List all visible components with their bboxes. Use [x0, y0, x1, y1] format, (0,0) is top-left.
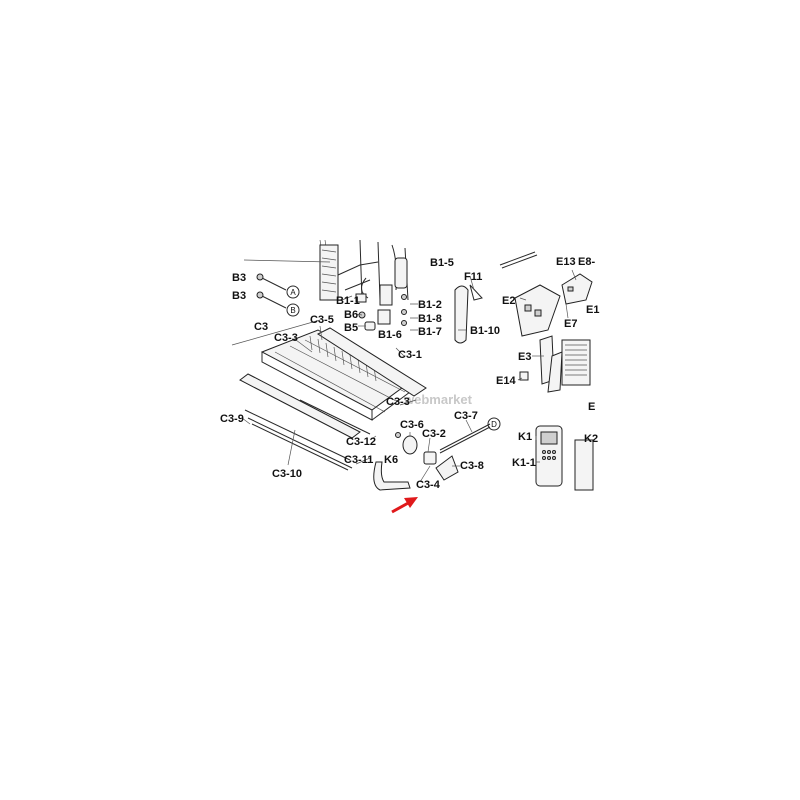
label-e3: E3 — [518, 351, 531, 363]
label-b6: B6 — [344, 309, 358, 321]
label-e2: E2 — [502, 295, 515, 307]
label-c3-4: C3-4 — [416, 479, 441, 491]
b3-screws — [231, 259, 331, 346]
drain-hose-part — [454, 284, 483, 344]
label-c3-2: C3-2 — [422, 428, 446, 440]
label-b1-8: B1-8 — [418, 313, 442, 325]
label-c3-6: C3-6 — [400, 419, 424, 431]
label-c3-7: C3-7 — [454, 410, 478, 422]
heat-exchanger-section — [319, 239, 409, 301]
label-k6: K6 — [384, 454, 398, 466]
label-c3-11: C3-11 — [344, 454, 373, 466]
label-b1-1: B1-1 — [336, 295, 360, 307]
red-indicator-arrow — [391, 497, 418, 514]
label-c3-3-top: C3-3 — [274, 332, 298, 344]
label-b1-7: B1-7 — [418, 326, 442, 338]
circle-marker-d: D — [487, 417, 501, 431]
label-c3-5: C3-5 — [310, 314, 334, 326]
remote-control — [535, 425, 563, 487]
label-e1: E1 — [586, 304, 599, 316]
svg-text:D: D — [491, 420, 497, 429]
label-b1-2: B1-2 — [418, 299, 442, 311]
part-labels: B3 B3 C3 C3-3 C3-5 B1-1 B6 B5 B1-6 B1-5 … — [220, 256, 599, 491]
label-b1-10: B1-10 — [470, 325, 500, 337]
label-b1-5: B1-5 — [430, 257, 454, 269]
label-c3-3-mid: C3-3 — [386, 396, 410, 408]
label-c3: C3 — [254, 321, 268, 333]
label-k2: K2 — [584, 433, 598, 445]
b1-small-parts — [355, 284, 407, 331]
watermark: webmarket — [403, 392, 473, 407]
label-b1-6: B1-6 — [378, 329, 402, 341]
label-k1: K1 — [518, 431, 532, 443]
label-k1-1: K1-1 — [512, 457, 536, 469]
label-b3-a: B3 — [232, 272, 246, 284]
label-f11: F11 — [464, 271, 482, 283]
svg-text:B: B — [290, 306, 295, 315]
label-c3-8: C3-8 — [460, 460, 484, 472]
label-e-edge: E — [588, 401, 595, 413]
leader-lines — [241, 269, 577, 483]
circle-marker-b: B — [286, 303, 300, 317]
label-c3-10: C3-10 — [272, 468, 302, 480]
label-b3-b: B3 — [232, 290, 246, 302]
label-c3-1: C3-1 — [398, 349, 422, 361]
svg-text:A: A — [290, 288, 296, 297]
label-c3-12: C3-12 — [346, 436, 376, 448]
electrical-components — [514, 273, 594, 491]
label-e13: E13 — [556, 256, 576, 268]
drain-pan-assembly — [239, 327, 427, 471]
label-e7: E7 — [564, 318, 577, 330]
label-c3-9: C3-9 — [220, 413, 244, 425]
circle-marker-a: A — [286, 285, 300, 299]
top-tube — [499, 251, 538, 269]
label-e8: E8- — [578, 256, 595, 268]
label-b5: B5 — [344, 322, 358, 334]
label-e14: E14 — [496, 375, 516, 387]
